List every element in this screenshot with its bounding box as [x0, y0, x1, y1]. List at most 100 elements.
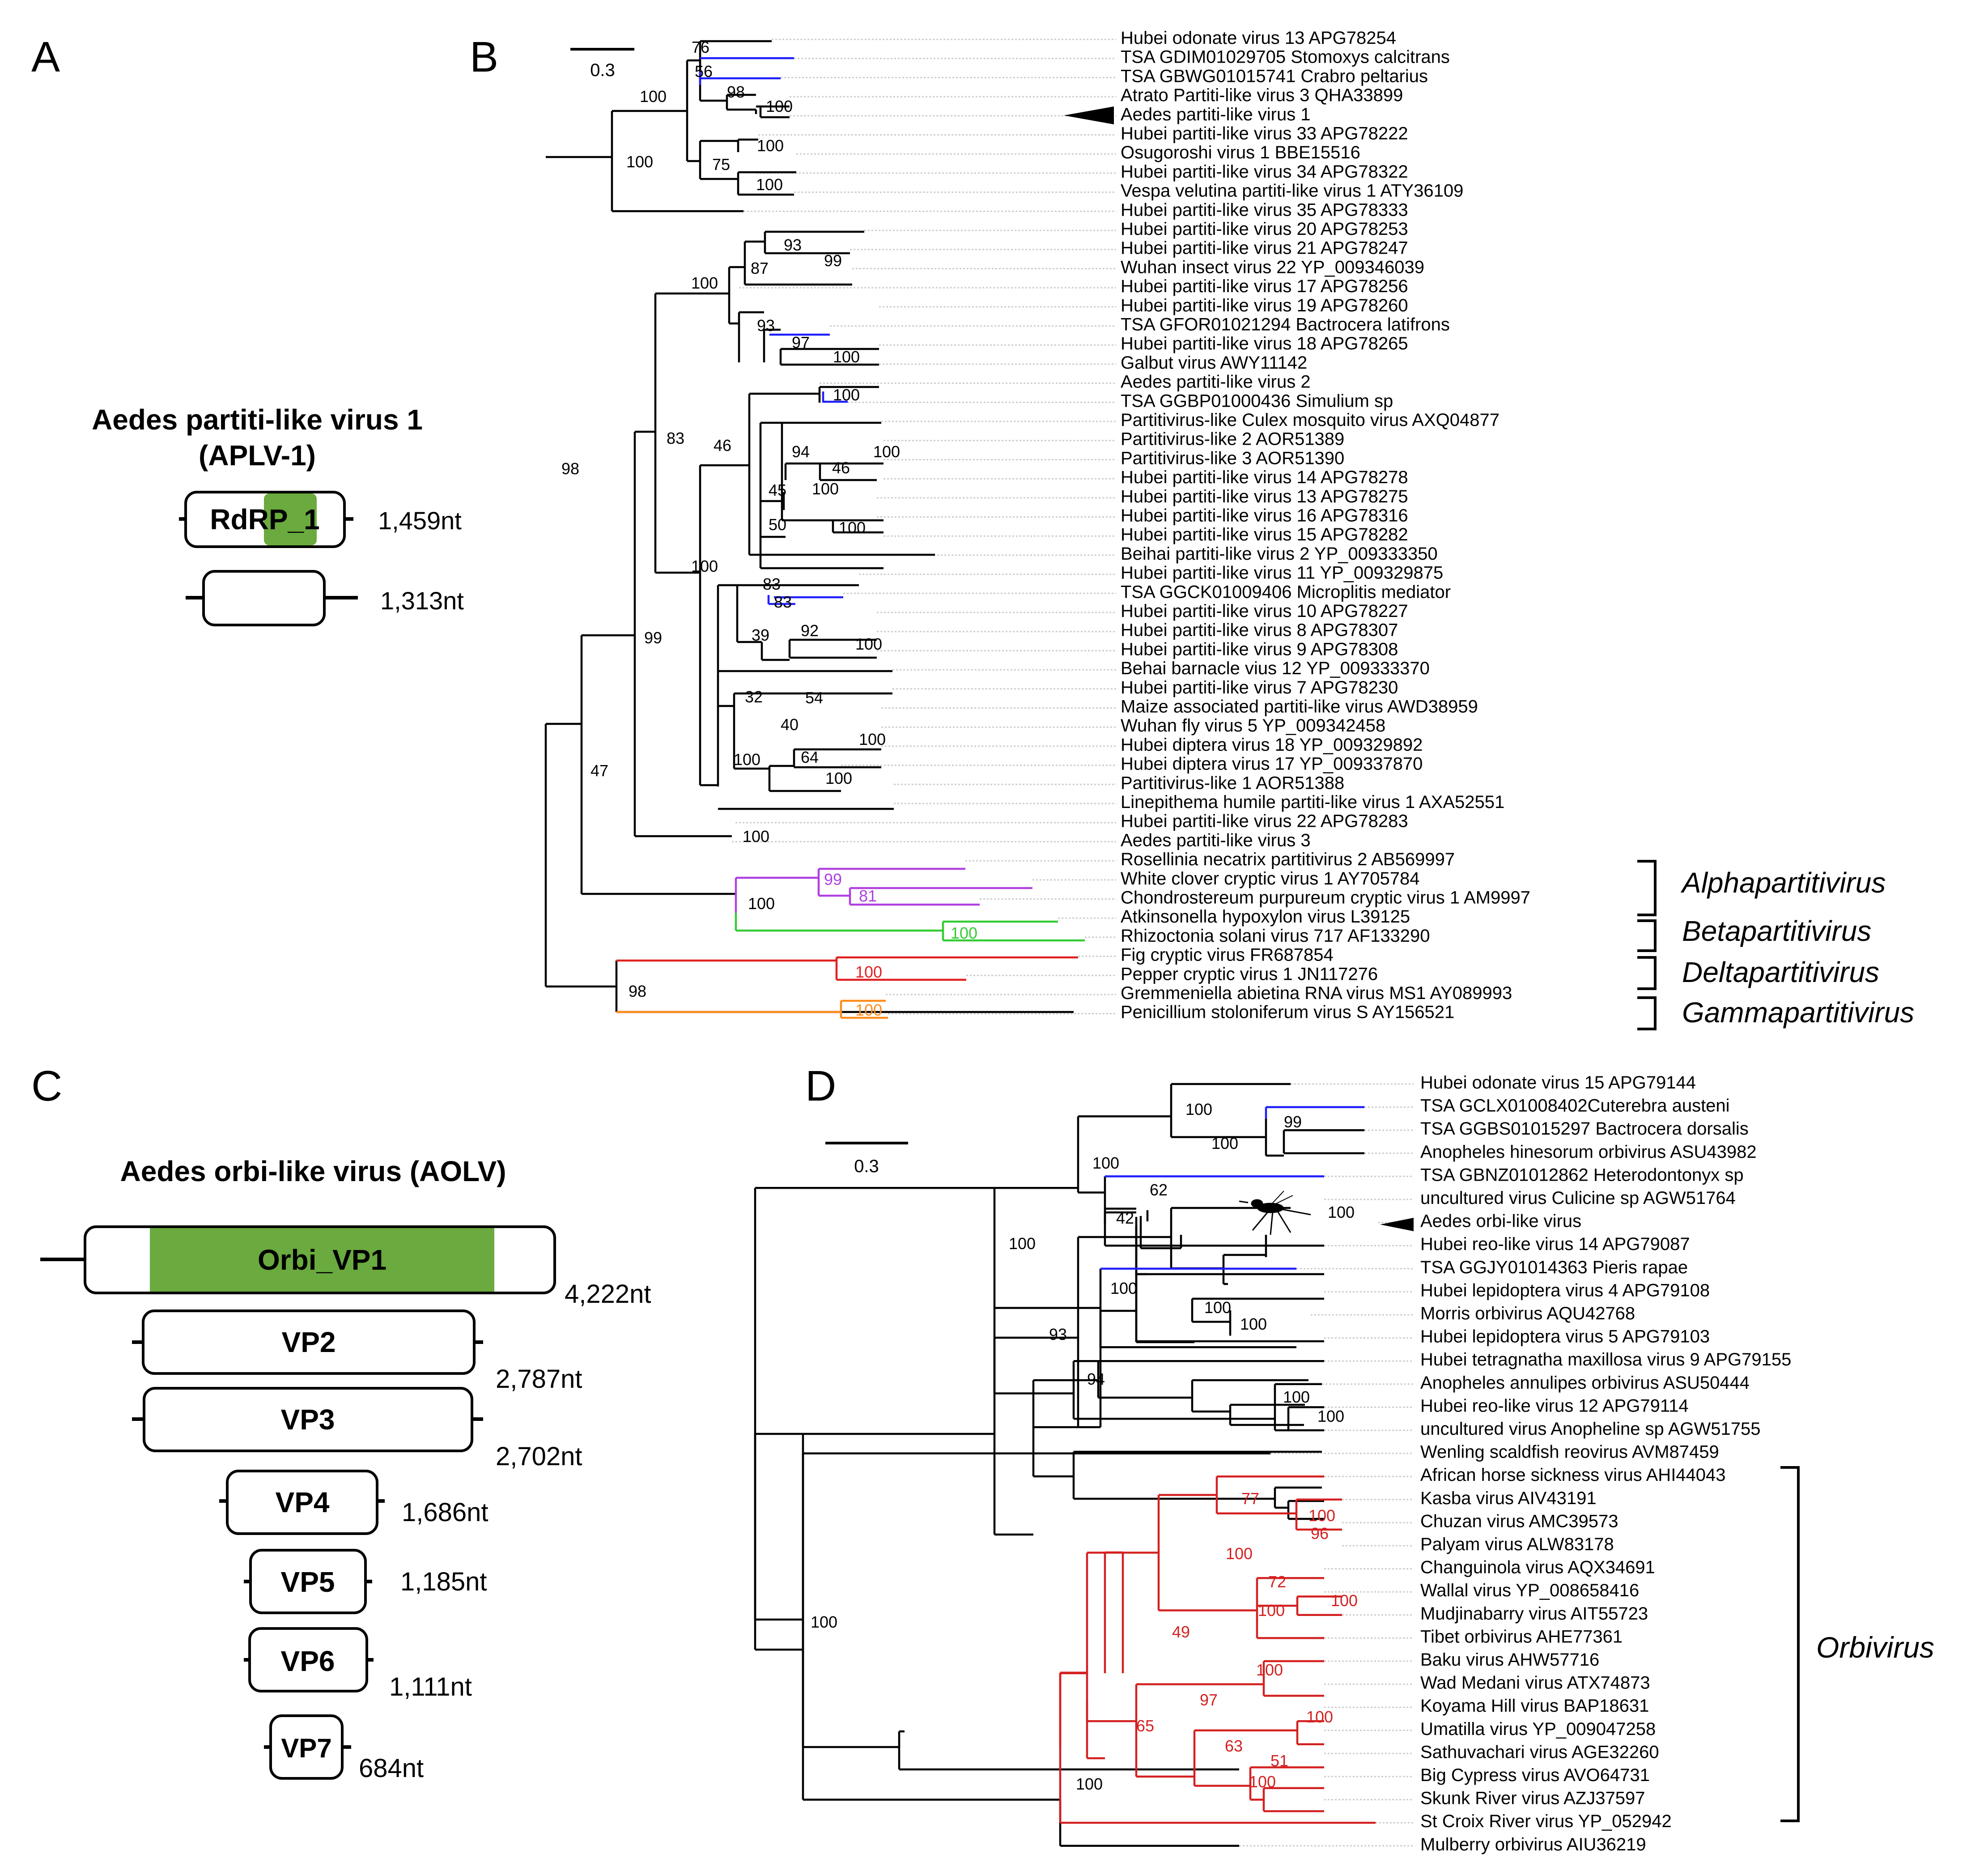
taxon-label: TSA GBWG01015741 Crabro peltarius: [1121, 66, 1428, 86]
panel-c: Aedes orbi-like virus (AOLV) Orbi_VP1 4,…: [40, 1155, 651, 1783]
support-label: 51: [1270, 1752, 1288, 1770]
support-label: 100: [839, 519, 866, 537]
support-label: 100: [1185, 1100, 1212, 1118]
support-label: 40: [781, 715, 799, 734]
panel-letter-a: A: [31, 33, 60, 81]
orbi-vp1-domain: [150, 1228, 494, 1292]
taxon-label: Hubei partiti-like virus 13 APG78275: [1121, 487, 1408, 506]
taxon-label: Hubei partiti-like virus 8 APG78307: [1121, 621, 1398, 640]
panel-b-support-values: 76 56 98 100 100 100 75 100 100 98 93 99…: [561, 38, 977, 1019]
support-label: 100: [743, 827, 769, 846]
support-label: 100: [1308, 1506, 1335, 1525]
taxon-label: Hubei partiti-like virus 21 APG78247: [1121, 238, 1408, 258]
taxon-label: Hubei partiti-like virus 17 APG78256: [1121, 276, 1408, 296]
support-label: 76: [692, 38, 709, 56]
support-label: 62: [1150, 1181, 1168, 1199]
aolv-segment-vp7-length: 684nt: [359, 1754, 424, 1783]
support-label: 100: [1226, 1544, 1253, 1563]
support-label: 83: [763, 575, 781, 593]
taxon-label: Hubei partiti-like virus 10 APG78227: [1121, 601, 1408, 621]
taxon-label: uncultured virus Culicine sp AGW51764: [1420, 1188, 1736, 1208]
support-label: 100: [825, 769, 852, 787]
panel-d-support-values: 100 99 100 100 62 100 42 100 100 100 100…: [811, 1100, 1358, 1793]
orbivirus-clade: [754, 1083, 1376, 1847]
taxon-label: Hubei reo-like virus 12 APG79114: [1420, 1396, 1689, 1416]
panel-d-precise-branches: [754, 1083, 1364, 1847]
panel-letter-d: D: [805, 1062, 836, 1110]
support-label: 96: [1311, 1524, 1329, 1543]
support-label: 99: [824, 870, 842, 889]
taxon-label: Vespa velutina partiti-like virus 1 ATY3…: [1121, 181, 1463, 201]
panel-a: Aedes partiti-like virus 1 (APLV-1) RdRP…: [92, 404, 464, 626]
taxon-label: Kasba virus AIV43191: [1420, 1488, 1597, 1508]
aolv-segment-vp6-length: 1,111nt: [389, 1672, 472, 1701]
support-label: 100: [734, 750, 760, 769]
rdrp-domain: [264, 493, 317, 545]
aolv-segment-vp2-label: VP2: [282, 1326, 336, 1358]
support-label: 100: [691, 557, 718, 575]
taxon-label: Partitivirus-like 3 AOR51390: [1121, 448, 1344, 468]
taxon-label: Rhizoctonia solani virus 717 AF133290: [1121, 926, 1430, 946]
aolv-segment-vp3-label: VP3: [281, 1403, 335, 1436]
support-label: 100: [951, 924, 977, 942]
taxon-label: Partitivirus-like 2 AOR51389: [1121, 429, 1344, 449]
taxon-label: Atrato Partiti-like virus 3 QHA33899: [1121, 85, 1403, 105]
support-label: 49: [1172, 1623, 1190, 1641]
taxon-label: Behai barnacle vius 12 YP_009333370: [1121, 659, 1430, 678]
support-label: 100: [1211, 1134, 1238, 1152]
aplv-segment-2-length: 1,313nt: [380, 587, 464, 615]
support-label: 63: [1225, 1737, 1243, 1755]
aolv-segment-vp3-length: 2,702nt: [496, 1442, 582, 1471]
taxon-label: Aedes partiti-like virus 1: [1121, 105, 1311, 124]
genus-bracket-d: [1780, 1466, 1800, 1822]
taxon-label: Galbut virus AWY11142: [1121, 353, 1307, 373]
taxon-label: Hubei partiti-like virus 9 APG78308: [1121, 639, 1398, 659]
support-label: 50: [769, 515, 786, 534]
support-label: 100: [1204, 1298, 1231, 1317]
support-label: 97: [1200, 1691, 1218, 1709]
taxon-label: Chondrostereum purpureum cryptic virus 1…: [1121, 888, 1530, 908]
taxon-label: Hubei partiti-like virus 34 APG78322: [1121, 162, 1408, 182]
taxon-label: TSA GFOR01021294 Bactrocera latifrons: [1121, 315, 1450, 335]
support-label: 100: [1240, 1315, 1267, 1333]
taxon-label: Big Cypress virus AVO64731: [1420, 1765, 1650, 1785]
taxon-label: White clover cryptic virus 1 AY705784: [1121, 869, 1419, 889]
aolv-segment-vp7-label: VP7: [281, 1733, 331, 1763]
mosquito-icon: [1239, 1190, 1311, 1235]
genus-label-orbivirus: Orbivirus: [1816, 1631, 1934, 1664]
support-label: 100: [855, 1001, 882, 1019]
taxon-label: Hubei partiti-like virus 14 APG78278: [1121, 468, 1408, 487]
panel-b-branches: [544, 40, 935, 1012]
taxon-label: TSA GCLX01008402Cuterebra austeni: [1420, 1096, 1730, 1116]
taxon-label: Hubei partiti-like virus 22 APG78283: [1121, 812, 1408, 831]
taxon-label: Hubei partiti-like virus 19 APG78260: [1121, 296, 1408, 315]
support-label: 99: [1284, 1113, 1302, 1131]
support-label: 99: [644, 629, 662, 647]
taxon-label: TSA GGBP01000436 Simulium sp: [1121, 391, 1393, 411]
support-label: 100: [812, 480, 839, 498]
panel-d-red-branches: [1059, 1551, 1124, 1760]
taxon-label: Umatilla virus YP_009047258: [1420, 1719, 1656, 1739]
aolv-segment-vp6: VP6 1,111nt: [244, 1627, 472, 1701]
taxon-label: Hubei partiti-like virus 7 APG78230: [1121, 678, 1398, 697]
support-label: 75: [712, 155, 730, 174]
taxon-label: Chuzan virus AMC39573: [1420, 1511, 1618, 1531]
aplv-title: Aedes partiti-like virus 1: [92, 404, 423, 436]
support-label: 47: [590, 761, 608, 780]
support-label: 93: [1049, 1325, 1067, 1344]
aplv1-pointer-arrow: [1064, 106, 1114, 124]
taxon-label: TSA GDIM01029705 Stomoxys calcitrans: [1121, 47, 1450, 67]
aplv-segment-1-length: 1,459nt: [378, 506, 462, 535]
support-label: 32: [745, 688, 763, 706]
support-label: 100: [1249, 1773, 1276, 1791]
aolv-segment-vp7: VP7 684nt: [264, 1714, 424, 1783]
support-label: 64: [801, 748, 819, 766]
panel-letter-c: C: [31, 1062, 62, 1110]
support-label: 100: [1258, 1601, 1285, 1620]
support-label: 100: [1076, 1775, 1103, 1793]
genus-label-beta: Betapartitivirus: [1682, 915, 1871, 947]
support-label: 100: [640, 87, 667, 106]
taxon-label: Hubei diptera virus 18 YP_009329892: [1121, 735, 1423, 755]
